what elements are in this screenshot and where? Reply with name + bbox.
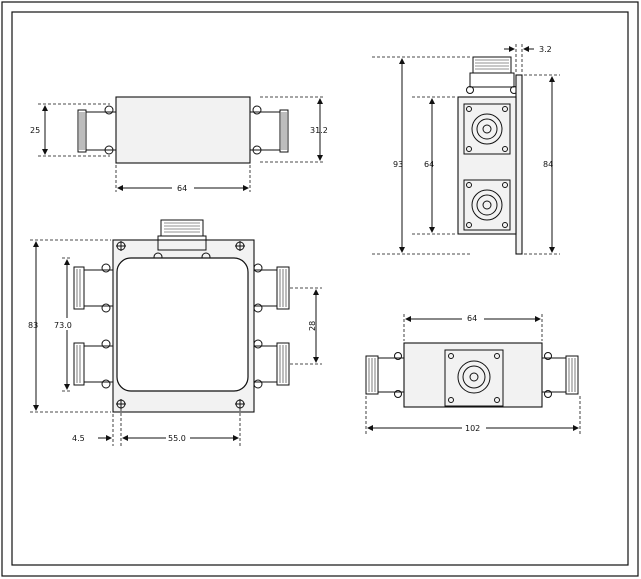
inner-frame [11, 11, 629, 566]
bottom-view: 64 102 [365, 312, 581, 434]
dim-top-right-height: 31.2 [310, 126, 328, 135]
dim-bottom-total-length: 102 [465, 424, 480, 433]
dim-hole-offset: 4.5 [72, 434, 85, 443]
dim-front-total-height: 83 [28, 321, 38, 330]
dim-front-inner-height: 73.0 [54, 321, 72, 330]
side-view: 93 64 84 3.2 [372, 44, 560, 255]
dim-side-flange-height: 84 [543, 160, 553, 169]
dim-side-thickness: 3.2 [539, 45, 552, 54]
dim-top-left-height: 25 [30, 126, 40, 135]
dim-top-width: 64 [177, 184, 187, 193]
dim-side-total-height: 93 [393, 160, 403, 169]
front-view: 83 73.0 28 4.5 55.0 [28, 219, 322, 446]
dim-bottom-width: 64 [467, 314, 477, 323]
dim-port-spacing: 28 [308, 321, 317, 331]
dim-side-inner-height: 64 [424, 160, 434, 169]
top-view: 25 31.2 64 [30, 96, 328, 194]
dim-hole-spacing: 55.0 [168, 434, 186, 443]
